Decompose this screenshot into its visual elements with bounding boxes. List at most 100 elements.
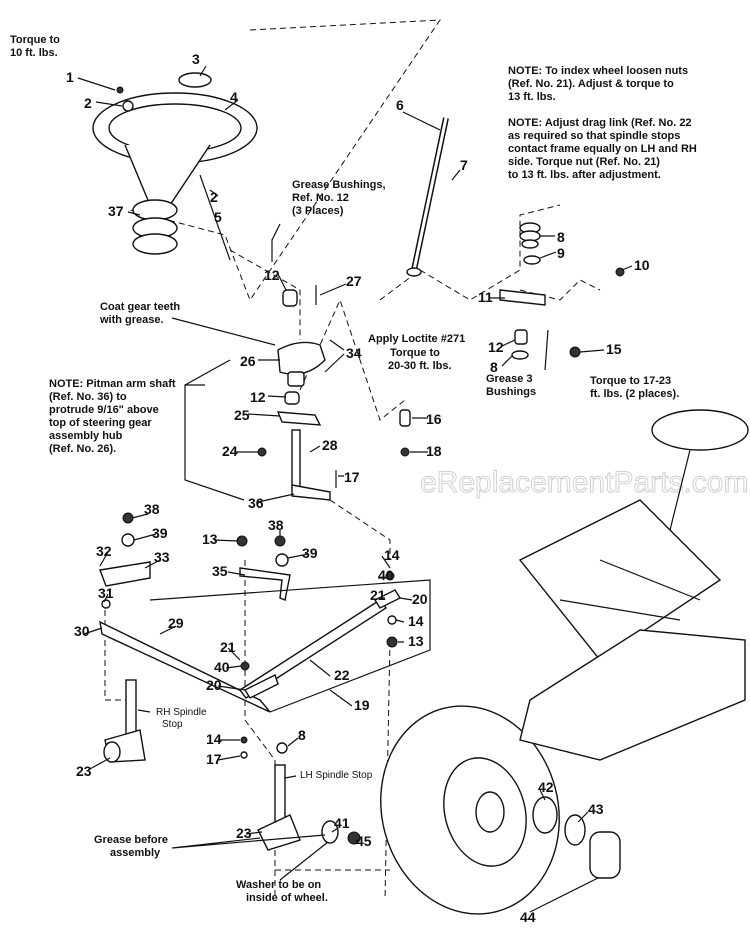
watermark: eReplacementParts.com: [420, 466, 748, 499]
note-torque-17-2: ft. lbs. (2 places).: [590, 388, 679, 400]
ref-number: 30: [74, 623, 90, 639]
note-torque-20-2: 20-30 ft. lbs.: [388, 360, 452, 372]
ref-number: 23: [76, 763, 92, 779]
note-washer-1: Washer to be on: [236, 879, 321, 891]
spindles: [103, 679, 361, 851]
ref-number: 6: [396, 97, 404, 113]
ref-number: 18: [426, 443, 442, 459]
reference-numbers: 1 2 3 4 37 2 5 6 7 12 27 8 9 10 11 12 8 …: [66, 51, 650, 925]
ref-number: 10: [634, 257, 650, 273]
note-torque-top-2: 10 ft. lbs.: [10, 47, 58, 59]
note-torque-17-1: Torque to 17-23: [590, 375, 671, 387]
steering-shaft: [406, 117, 449, 277]
ref-number: 23: [236, 825, 252, 841]
ref-number: 43: [588, 801, 604, 817]
ref-number: 7: [460, 157, 468, 173]
ref-number: 14: [206, 731, 222, 747]
ref-number: 14: [408, 613, 424, 629]
steering-wheel: [92, 72, 258, 261]
ref-number: 2: [210, 189, 218, 205]
ref-number: 33: [154, 549, 170, 565]
note-pitman-5: assembly hub: [49, 430, 123, 442]
ref-number: 17: [206, 751, 222, 767]
note-rh-stop-2: Stop: [162, 719, 183, 730]
note-grease-before-1: Grease before: [94, 834, 168, 846]
ref-number: 5: [214, 209, 222, 225]
ref-number: 19: [354, 697, 370, 713]
ref-number: 39: [302, 545, 318, 561]
note-pitman-1: NOTE: Pitman arm shaft: [49, 378, 176, 390]
ref-number: 37: [108, 203, 124, 219]
ref-number: 21: [370, 587, 386, 603]
ref-number: 26: [240, 353, 256, 369]
note-washer-2: inside of wheel.: [246, 892, 328, 904]
ref-number: 13: [408, 633, 424, 649]
ref-number: 16: [426, 411, 442, 427]
ref-number: 20: [412, 591, 428, 607]
ref-number: 2: [84, 95, 92, 111]
ref-number: 39: [152, 525, 168, 541]
note-index-3: 13 ft. lbs.: [508, 91, 556, 103]
note-torque-20-1: Torque to: [390, 347, 440, 359]
steering-gear-assembly: [257, 285, 411, 501]
note-drag-2: as required so that spindle stops: [508, 130, 680, 142]
note-coat-gear-2: with grease.: [99, 314, 164, 326]
ref-number: 25: [234, 407, 250, 423]
tractor-overview: [518, 409, 749, 761]
ref-number: 12: [264, 267, 280, 283]
note-loctite: Apply Loctite #271: [368, 333, 465, 345]
ref-number: 8: [298, 727, 306, 743]
note-coat-gear-1: Coat gear teeth: [100, 301, 180, 313]
note-drag-5: to 13 ft. lbs. after adjustment.: [508, 169, 661, 181]
ref-number: 13: [202, 531, 218, 547]
note-grease-before-2: assembly: [110, 847, 161, 859]
ref-number: 17: [344, 469, 360, 485]
note-rh-stop-1: RH Spindle: [156, 707, 207, 718]
ref-number: 12: [250, 389, 266, 405]
ref-number: 8: [557, 229, 565, 245]
annotations: Torque to 10 ft. lbs. NOTE: To index whe…: [10, 34, 697, 904]
ref-number: 32: [96, 543, 112, 559]
ref-number: 14: [384, 547, 400, 563]
ref-number: 3: [192, 51, 200, 67]
ref-number: 38: [144, 501, 160, 517]
ref-number: 40: [214, 659, 230, 675]
ref-number: 1: [66, 69, 74, 85]
note-index-2: (Ref. No. 21). Adjust & torque to: [508, 78, 674, 90]
note-drag-4: side. Torque nut (Ref. No. 21): [508, 156, 660, 168]
steering-linkage: [99, 512, 431, 713]
ref-number: 28: [322, 437, 338, 453]
ref-number: 36: [248, 495, 264, 511]
leader-lines: [77, 65, 633, 913]
ref-number: 24: [222, 443, 238, 459]
note-grease-bushings-1: Grease Bushings,: [292, 179, 386, 191]
note-drag-3: contact frame equally on LH and RH: [508, 143, 697, 155]
note-lh-stop: LH Spindle Stop: [300, 770, 373, 781]
ref-number: 15: [606, 341, 622, 357]
ref-number: 45: [356, 833, 372, 849]
ref-number: 29: [168, 615, 184, 631]
note-grease-bushings-2: Ref. No. 12: [292, 192, 349, 204]
ref-number: 40: [378, 567, 394, 583]
drag-link-bracket-parts: [499, 222, 625, 371]
ref-number: 9: [557, 245, 565, 261]
ref-number: 20: [206, 677, 222, 693]
note-torque-top-1: Torque to: [10, 34, 60, 46]
ref-number: 42: [538, 779, 554, 795]
note-grease3-1: Grease 3: [486, 373, 532, 385]
note-grease3-2: Bushings: [486, 386, 536, 398]
note-pitman-4: top of steering gear: [49, 417, 152, 429]
ref-number: 22: [334, 667, 350, 683]
ref-number: 21: [220, 639, 236, 655]
ref-number: 44: [520, 909, 536, 925]
wheel-tire: [380, 705, 621, 915]
ref-number: 8: [490, 359, 498, 375]
ref-number: 35: [212, 563, 228, 579]
ref-number: 11: [478, 289, 493, 305]
ref-number: 27: [346, 273, 362, 289]
note-index-1: NOTE: To index wheel loosen nuts: [508, 65, 688, 77]
ref-number: 34: [346, 345, 362, 361]
note-grease-bushings-3: (3 Places): [292, 205, 344, 217]
